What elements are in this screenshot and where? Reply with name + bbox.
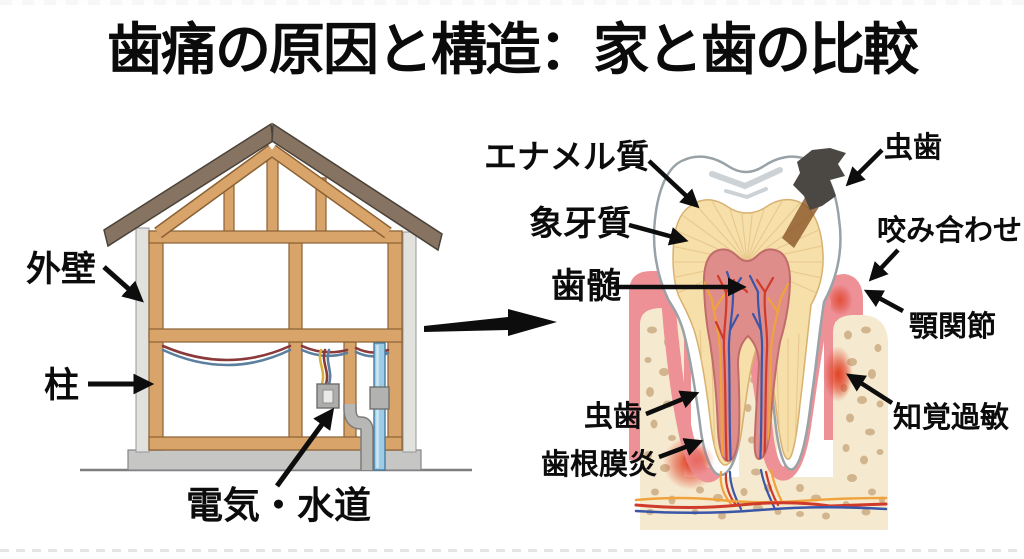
tooth-illustration — [629, 148, 888, 530]
label-bite: 咬み合わせ — [877, 215, 1023, 247]
pipe-connector — [369, 386, 390, 410]
comparison-arrow-icon — [424, 309, 557, 336]
gable-rafters — [154, 144, 392, 239]
label-pulp: 歯髄 — [551, 267, 622, 306]
arrow-jaw-joint — [863, 289, 905, 313]
label-cavity-root: 虫歯 — [584, 401, 643, 433]
label-periodontitis: 歯根膜炎 — [541, 449, 658, 481]
arrow-cavity-crown — [845, 148, 884, 187]
arrow-hypersensitivity — [846, 373, 894, 405]
arrow-utilities — [274, 407, 335, 488]
electric-box — [316, 383, 340, 409]
label-pillar: 柱 — [44, 366, 80, 405]
electric-wires — [161, 344, 390, 386]
pillar-frame — [148, 151, 403, 451]
label-hypersensitivity: 知覚過敏 — [893, 402, 1010, 434]
outer-wall-panels — [135, 227, 417, 453]
house-illustration — [80, 122, 472, 472]
arrow-bite — [868, 248, 900, 282]
bottom-vessels — [634, 496, 888, 515]
label-dentin: 象牙質 — [529, 205, 631, 243]
label-jaw-joint: 顎関節 — [909, 311, 997, 343]
label-enamel: エナメル質 — [484, 138, 649, 175]
water-pipe — [369, 342, 390, 471]
drain-pipe — [343, 402, 374, 470]
cavity-spot — [793, 148, 846, 210]
roof — [103, 122, 443, 252]
arrow-outer-wall — [102, 265, 144, 303]
label-utilities: 電気・水道 — [186, 485, 371, 526]
page-title: 歯痛の原因と構造：家と歯の比較 — [107, 18, 919, 81]
arrow-periodontitis — [658, 438, 704, 460]
arrow-cavity-root — [645, 390, 700, 417]
occlusal-gleam — [709, 167, 783, 200]
arrow-enamel — [647, 159, 700, 209]
label-arrows — [88, 148, 905, 488]
arrow-dentin — [628, 222, 689, 246]
label-outer-wall: 外壁 — [26, 250, 97, 289]
label-cavity-crown: 虫歯 — [884, 132, 943, 164]
